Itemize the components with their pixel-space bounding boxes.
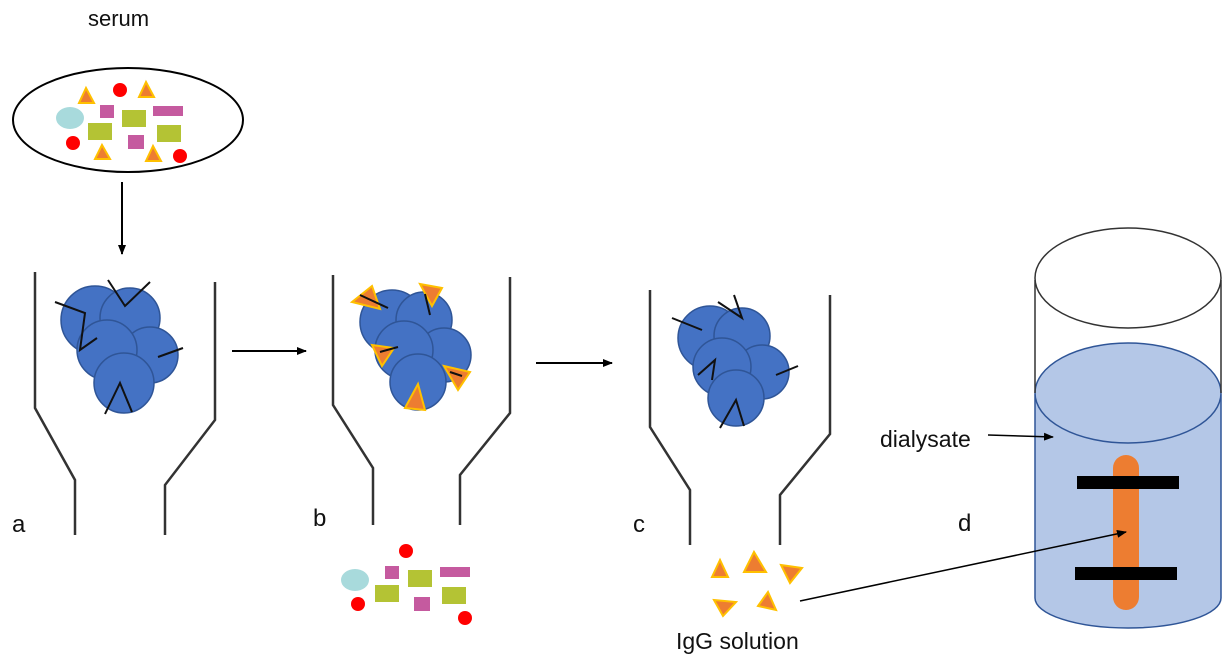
column-b	[331, 275, 512, 525]
cyan-protein	[341, 569, 369, 591]
olive-protein	[442, 587, 466, 604]
dialysate-surface	[1034, 342, 1222, 444]
purple-protein	[440, 567, 470, 577]
red-dot	[458, 611, 472, 625]
column-a	[33, 272, 217, 535]
red-dot	[66, 136, 80, 150]
olive-protein	[88, 123, 112, 140]
igg-solution-label: IgG solution	[676, 628, 799, 654]
igg-triangle	[144, 143, 163, 162]
cyan-protein	[56, 107, 84, 129]
beads-c	[677, 305, 790, 427]
ligands-b	[359, 293, 463, 377]
beaker-rim	[1034, 227, 1222, 329]
step-a-label: a	[12, 511, 26, 538]
red-dot	[173, 149, 187, 163]
red-dot	[351, 597, 365, 611]
igg-eluate	[710, 549, 804, 618]
igg-triangle	[77, 85, 96, 104]
igg-triangle	[137, 79, 156, 98]
serum-sample	[12, 67, 244, 173]
flowthrough-b	[341, 544, 472, 625]
olive-protein	[408, 570, 432, 587]
serum-label: serum	[88, 6, 150, 31]
column-c	[648, 290, 832, 545]
dialysate-label: dialysate	[880, 426, 971, 452]
clamp-top	[1077, 476, 1179, 489]
purple-protein	[414, 597, 430, 611]
step-b-label: b	[313, 505, 327, 532]
purple-protein	[385, 566, 399, 579]
purple-protein	[153, 106, 183, 116]
beads-a	[60, 285, 179, 414]
step-c-label: c	[633, 511, 645, 538]
arrow-dialysate	[987, 432, 1054, 441]
olive-protein	[122, 110, 146, 127]
red-dot	[113, 83, 127, 97]
purple-protein	[100, 105, 114, 118]
igg-triangle	[93, 142, 112, 160]
ligands-a	[54, 279, 184, 415]
olive-protein	[157, 125, 181, 142]
clamp-bottom	[1075, 567, 1177, 580]
arrow-igg-to-bag	[799, 529, 1127, 602]
olive-protein	[375, 585, 399, 602]
red-dot	[399, 544, 413, 558]
ligands-c	[671, 294, 799, 429]
purple-protein	[128, 135, 144, 149]
step-d-label: d	[958, 510, 972, 537]
